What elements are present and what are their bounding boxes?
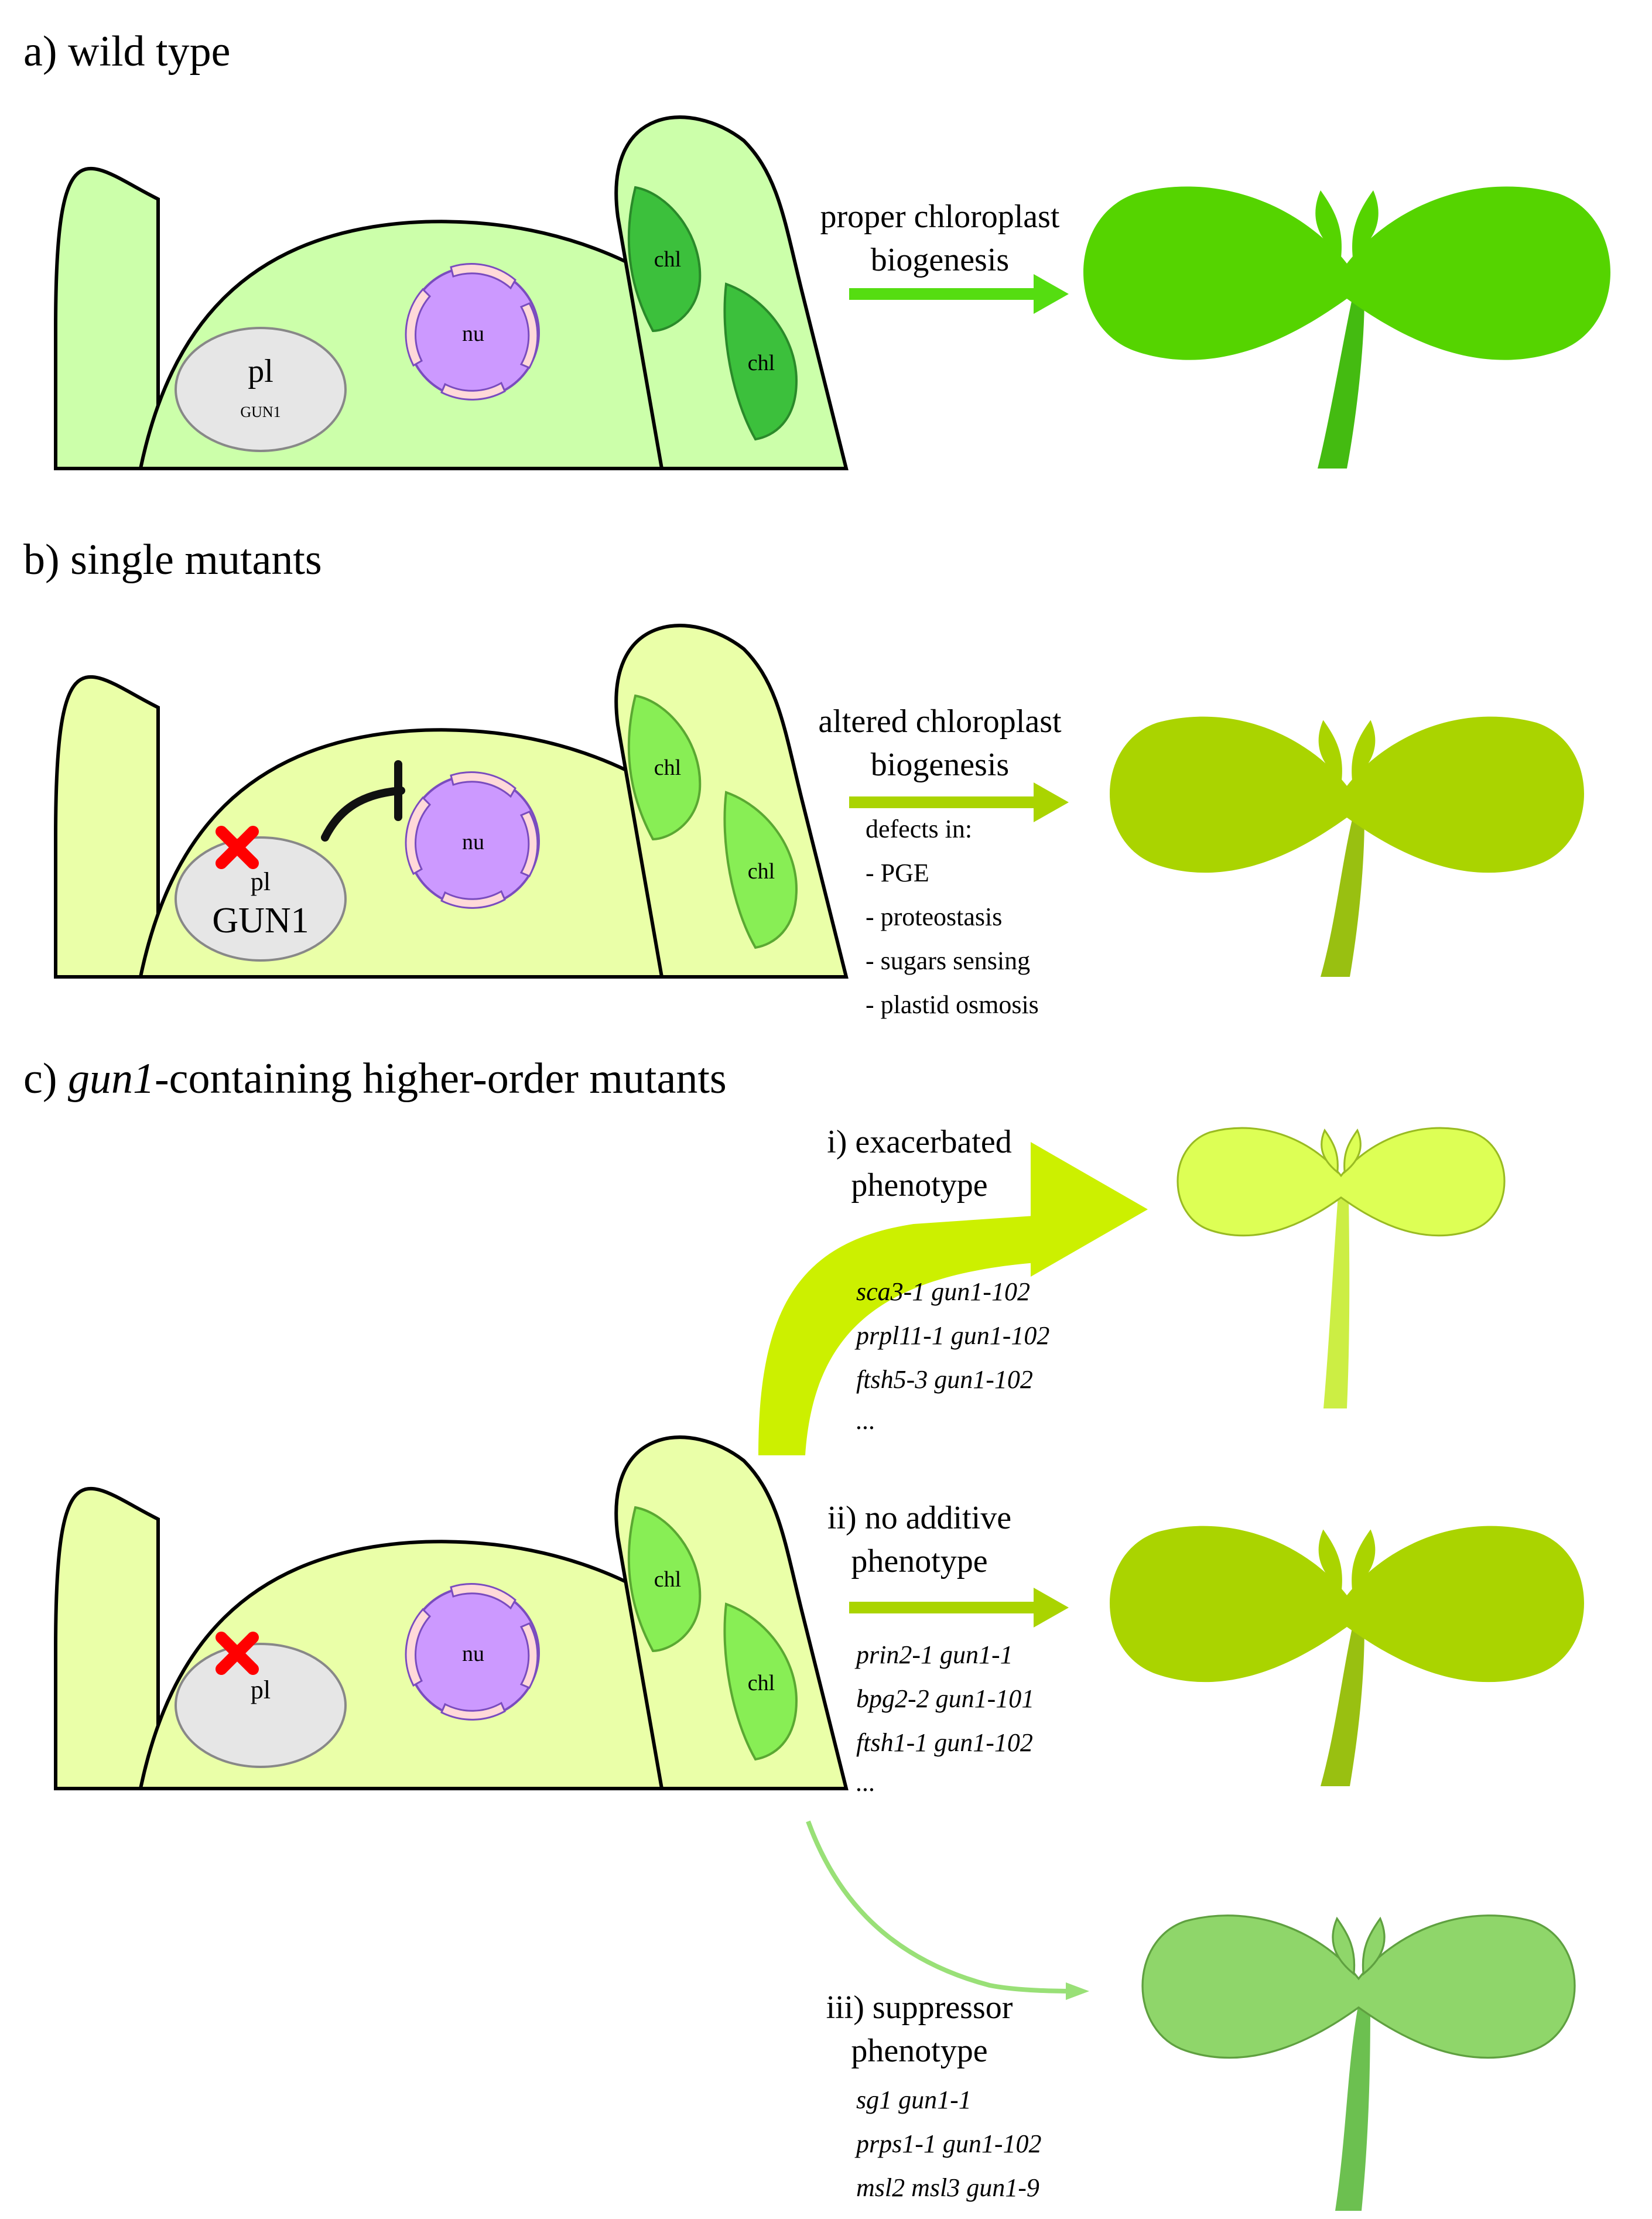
outcome-i-genotype-4: ...	[856, 1406, 875, 1435]
panel-a-title: a) wild type	[23, 28, 230, 76]
panel-c-nucleus: nu	[405, 1582, 540, 1721]
panel-b-defect-1: - PGE	[866, 859, 929, 887]
panel-c-chl-1-label: chl	[654, 1567, 681, 1592]
panel-c-title: c) gun1-containing higher-order mutants	[23, 1055, 727, 1103]
outcome-i-label-2: phenotype	[851, 1167, 987, 1203]
outcome-iii-arrow	[806, 1820, 1089, 2000]
panel-a-plastid: pl GUN1	[175, 327, 347, 452]
outcome-iii-seedling	[1141, 1914, 1576, 2211]
panel-a-plastid-gene: GUN1	[240, 404, 281, 420]
panel-a-nucleus-label: nu	[462, 322, 484, 346]
panel-b-chl-2-label: chl	[748, 859, 775, 884]
panel-b-seedling	[1110, 716, 1584, 977]
panel-a-plastid-label: pl	[248, 353, 273, 389]
panel-c-chl-2-label: chl	[748, 1671, 775, 1695]
panel-b-chloroplast-1: chl	[627, 694, 702, 841]
outcome-ii-genotype-2: bpg2-2 gun1-101	[856, 1684, 1034, 1713]
panel-a-arrow-label-1: proper chloroplast	[820, 199, 1060, 235]
outcome-i-seedling	[1176, 1127, 1506, 1408]
panel-a-arrow-label-2: biogenesis	[871, 242, 1009, 278]
outcome-i-genotype-2: prpl11-1 gun1-102	[854, 1321, 1049, 1350]
outcome-ii-arrow	[849, 1588, 1069, 1628]
panel-a-chloroplast-2: chl	[723, 282, 798, 441]
outcome-i-label-1: i) exacerbated	[827, 1124, 1012, 1160]
panel-c-chloroplast-1: chl	[627, 1506, 702, 1653]
panel-c-plastid: pl	[175, 1643, 347, 1768]
panel-c-title-prefix: c)	[23, 1055, 68, 1103]
panel-b-nucleus-label: nu	[462, 830, 484, 854]
panel-b-defect-3: - sugars sensing	[866, 946, 1030, 975]
outcome-iii-label-2: phenotype	[851, 2033, 987, 2069]
panel-c-title-italic: gun1	[68, 1055, 155, 1103]
outcome-ii-label-1: ii) no additive	[827, 1500, 1011, 1536]
panel-b-plastid-label: pl	[251, 867, 271, 896]
panel-c-nucleus-label: nu	[462, 1642, 484, 1666]
panel-b-plastid-gene: GUN1	[212, 901, 309, 941]
panel-a-chl-2-label: chl	[748, 351, 775, 375]
panel-b-arrow	[849, 782, 1069, 822]
outcome-iii-genotype-1: sg1 gun1-1	[856, 2085, 972, 2114]
outcome-iii-genotype-2: prps1-1 gun1-102	[854, 2129, 1042, 2158]
outcome-i-genotype-1: sca3-1 gun1-102	[856, 1277, 1030, 1306]
panel-b-arrow-label-1: altered chloroplast	[818, 703, 1062, 740]
panel-a-chl-1-label: chl	[654, 247, 681, 272]
panel-c-plastid-label: pl	[251, 1676, 271, 1704]
panel-c-chloroplast-2: chl	[723, 1602, 798, 1761]
panel-c-title-rest: -containing higher-order mutants	[155, 1055, 727, 1103]
panel-b-defect-2: - proteostasis	[866, 902, 1002, 931]
panel-b-chloroplast-2: chl	[723, 791, 798, 949]
outcome-ii-genotype-4: ...	[856, 1768, 875, 1797]
panel-b-arrow-label-2: biogenesis	[871, 747, 1009, 783]
outcome-i-genotype-3: ftsh5-3 gun1-102	[856, 1365, 1033, 1394]
panel-b-title: b) single mutants	[23, 536, 322, 584]
panel-c-cross	[216, 1632, 259, 1675]
panel-b-defects-heading: defects in:	[866, 815, 972, 843]
outcome-ii-label-2: phenotype	[851, 1543, 987, 1579]
panel-b-defect-4: - plastid osmosis	[866, 990, 1039, 1019]
outcome-i-arrow	[758, 1142, 1148, 1455]
panel-a-seedling	[1083, 186, 1610, 469]
outcome-iii-genotype-3: msl2 msl3 gun1-9	[856, 2173, 1039, 2202]
panel-b-nucleus: nu	[405, 771, 540, 910]
panel-b-chl-1-label: chl	[654, 755, 681, 780]
outcome-ii-genotype-3: ftsh1-1 gun1-102	[856, 1728, 1033, 1757]
outcome-ii-genotype-1: prin2-1 gun1-1	[854, 1640, 1013, 1669]
panel-a-chloroplast-1: chl	[627, 186, 702, 333]
panel-a-arrow	[849, 274, 1069, 314]
panel-b-plastid: pl GUN1	[175, 836, 347, 962]
panel-b-inhibition-arrow	[321, 760, 405, 842]
outcome-ii-seedling	[1110, 1526, 1584, 1786]
panel-a-nucleus: nu	[405, 262, 540, 401]
outcome-iii-label-1: iii) suppressor	[826, 1989, 1013, 2026]
panel-b-cross	[216, 826, 259, 869]
